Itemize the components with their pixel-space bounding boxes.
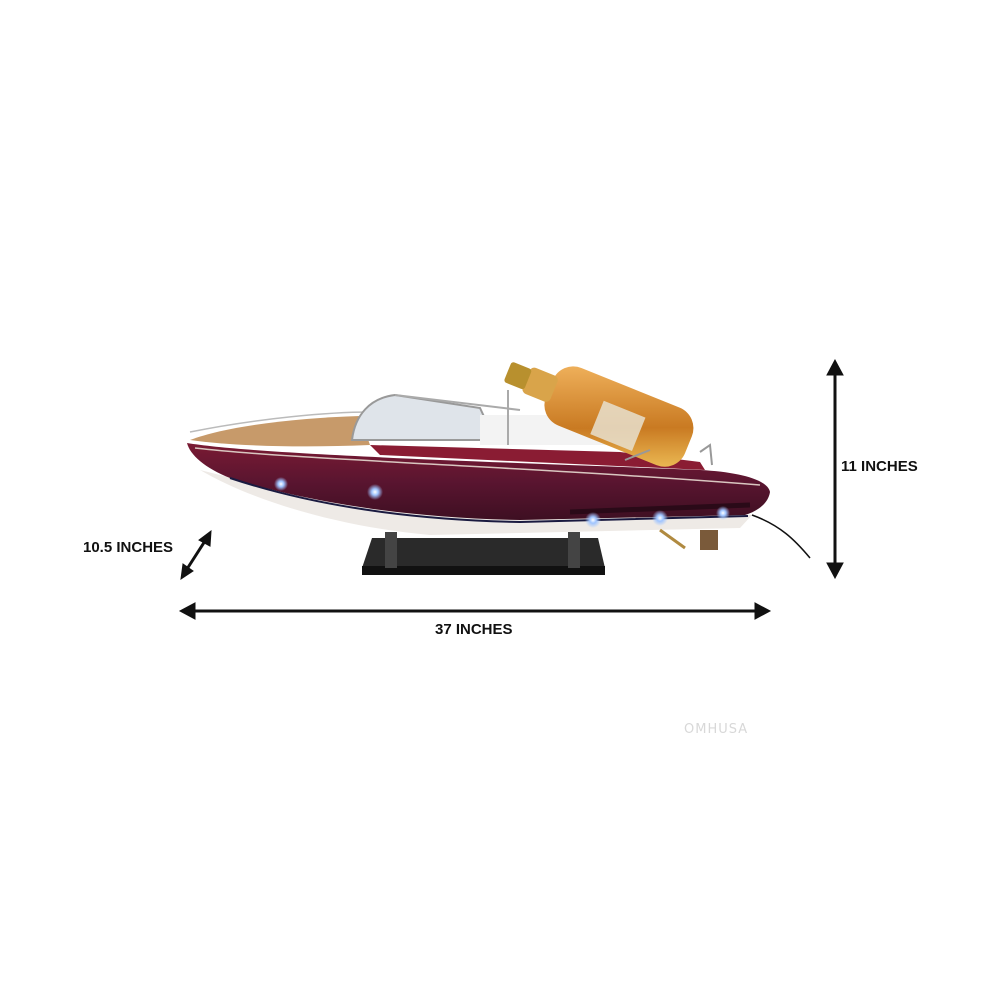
hull (187, 443, 770, 520)
led-lights (274, 477, 730, 528)
cockpit-side (370, 445, 705, 470)
led-light (367, 484, 383, 500)
wood-deck (190, 416, 370, 447)
display-stand (362, 532, 605, 575)
length-arrow (178, 602, 772, 620)
led-light (274, 477, 288, 491)
length-label: 37 INCHES (435, 621, 513, 638)
led-light (585, 512, 601, 528)
height-label: 11 INCHES (841, 458, 918, 475)
rudder (700, 530, 718, 550)
watermark: OMHUSA (684, 722, 749, 737)
hull-trim-line (194, 447, 761, 486)
led-light (716, 506, 730, 520)
hull-side-strake (569, 502, 751, 515)
stern-rail (624, 443, 713, 466)
propeller-shaft (659, 528, 686, 550)
height-arrow (826, 358, 844, 580)
power-cable (751, 514, 811, 559)
width-label: 10.5 INCHES (83, 539, 174, 556)
width-arrow (180, 529, 212, 581)
bow-rail (189, 411, 371, 433)
whiskey-bottle (504, 362, 694, 467)
hull-waterline (229, 477, 749, 524)
windshield-frame (394, 394, 521, 411)
led-light (652, 510, 668, 526)
windshield (350, 393, 497, 441)
